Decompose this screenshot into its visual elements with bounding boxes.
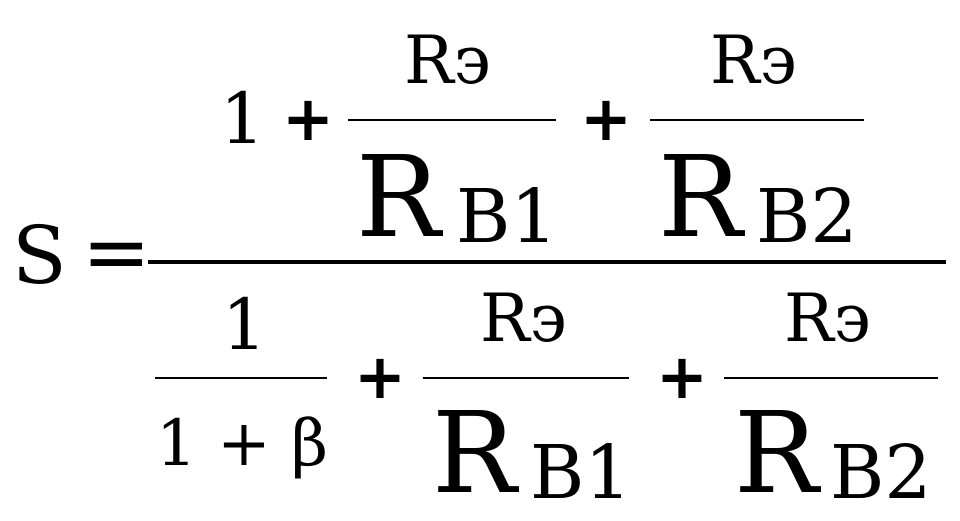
numerator-frac1-bar bbox=[348, 119, 556, 121]
denominator-frac0-bar bbox=[155, 377, 327, 379]
denominator-plus-2: + bbox=[656, 340, 708, 413]
denominator-frac1-bar bbox=[423, 377, 629, 379]
numerator-frac2-den-sub: B2 bbox=[756, 174, 858, 260]
numerator-plus-2: + bbox=[580, 82, 632, 155]
numerator-one: 1 bbox=[220, 78, 265, 160]
lhs-symbol: S bbox=[12, 209, 67, 302]
numerator-frac2-num: Rэ bbox=[710, 22, 797, 99]
numerator-frac2-bar bbox=[650, 119, 864, 121]
denominator-frac0-den: 1 + β bbox=[156, 407, 329, 481]
denominator-frac2-den-sub: B2 bbox=[830, 430, 932, 516]
main-fraction-bar bbox=[148, 260, 946, 264]
denominator-frac0-num: 1 bbox=[222, 284, 267, 366]
numerator-frac2-den-main: R bbox=[658, 133, 743, 263]
numerator-frac1-num: Rэ bbox=[404, 22, 491, 99]
denominator-frac2-den-main: R bbox=[734, 389, 819, 519]
denominator-frac1-den-sub: B1 bbox=[530, 430, 632, 516]
denominator-frac1-num: Rэ bbox=[480, 280, 567, 357]
denominator-frac1-den-main: R bbox=[432, 389, 517, 519]
denominator-frac2-num: Rэ bbox=[784, 280, 871, 357]
numerator-plus-1: + bbox=[282, 82, 334, 155]
numerator-frac1-den-sub: B1 bbox=[456, 174, 558, 260]
denominator-frac2-bar bbox=[724, 377, 938, 379]
numerator-frac1-den-main: R bbox=[356, 133, 441, 263]
denominator-plus-1: + bbox=[354, 340, 406, 413]
equals-sign: = bbox=[82, 205, 151, 300]
